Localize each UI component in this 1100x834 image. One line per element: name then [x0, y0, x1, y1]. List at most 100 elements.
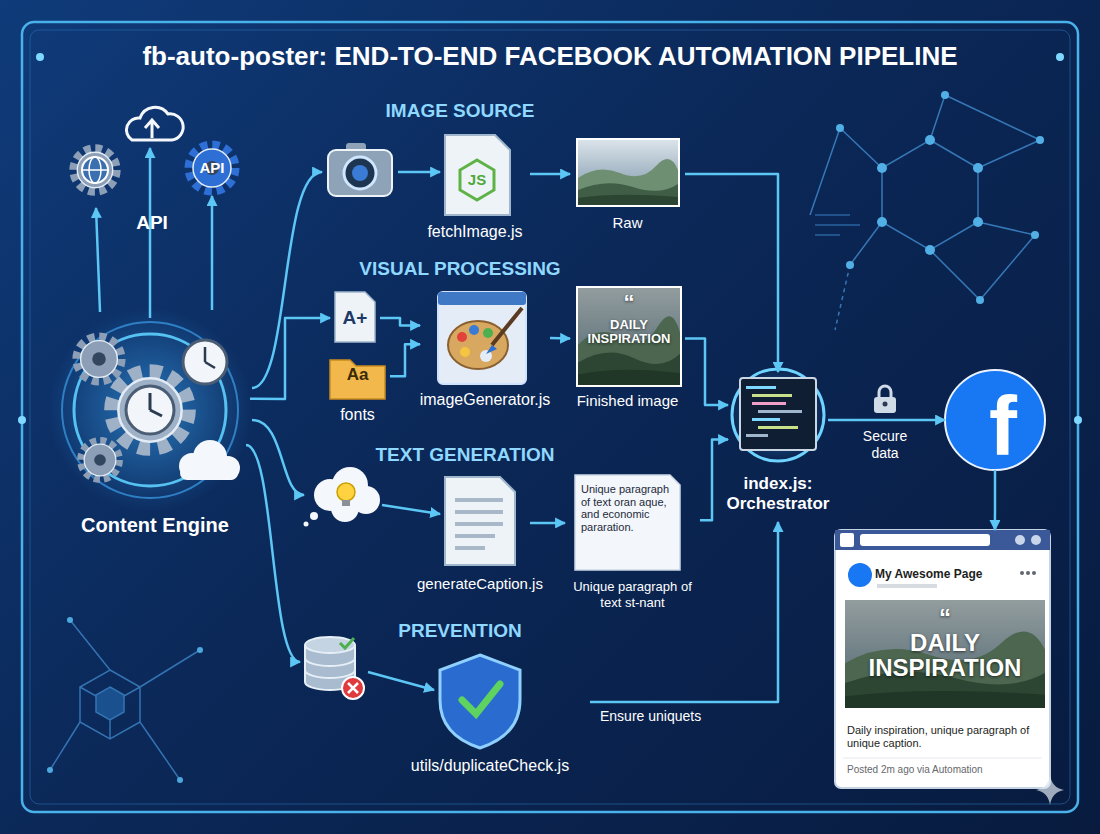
palette-window [486, 345, 497, 354]
palette-window [457, 332, 467, 342]
decor-arrows [96, 148, 440, 690]
flow-arrow [380, 318, 420, 326]
section-heading: PREVENTION [340, 620, 580, 643]
decor-arrows [96, 208, 100, 312]
post-image-text: “ [845, 604, 1045, 633]
network-decor [1031, 231, 1039, 239]
post-card-art [1031, 535, 1041, 545]
caption-file-icon [445, 477, 515, 565]
engine-illustration [74, 334, 226, 486]
network-decor [840, 128, 882, 168]
network-decor [925, 135, 935, 145]
post-card-art [845, 600, 1045, 708]
decor-arrows [252, 172, 322, 388]
database-icon [305, 658, 355, 678]
orchestrator-screen [740, 378, 816, 450]
engine-illustration [48, 308, 252, 512]
orchestrator-screen [758, 410, 802, 413]
network-decor [941, 91, 949, 99]
lock-icon [874, 397, 896, 413]
post-image: “DAILY INSPIRATION [845, 600, 1045, 708]
api-icons [126, 107, 183, 140]
idea-bubble [304, 467, 381, 527]
lock-icon [883, 402, 888, 407]
flow-arrow [700, 440, 728, 521]
finished-image-text: Finished image [570, 392, 685, 410]
orchestrator: index.js: Orchestrator [728, 372, 828, 522]
cube-decor [177, 777, 183, 783]
engine-illustration [180, 466, 238, 480]
network-decor [925, 245, 935, 255]
cube-decor [47, 767, 53, 773]
js-file-icon [445, 135, 510, 215]
section-heading: IMAGE SOURCE [340, 100, 580, 123]
lock-icon [874, 386, 896, 413]
engine-illustration [205, 362, 215, 368]
decor-arrows [252, 420, 304, 495]
shield-icon [440, 655, 520, 748]
raw-photo [576, 138, 680, 207]
script-file-text: imageGenerator.js [405, 390, 565, 409]
cube-decor [50, 722, 80, 770]
engine-illustration [62, 322, 238, 498]
facebook-logo: f [945, 370, 1045, 470]
api-icons [82, 169, 108, 171]
camera-icon [328, 150, 392, 196]
network-decor [973, 217, 983, 227]
orchestrator-screen [752, 402, 786, 405]
lock-icon [879, 386, 891, 398]
cube-decor [47, 617, 203, 783]
network-decor [836, 91, 1044, 304]
orchestrator-screen [758, 426, 798, 429]
engine-illustration [112, 372, 189, 449]
engine-illustration [77, 337, 121, 381]
network-decor [877, 163, 887, 173]
post-card-text: Daily inspiration, unique paragraph of u… [847, 724, 1039, 750]
frame [1074, 416, 1082, 424]
engine-illustration [126, 386, 174, 434]
edge-label: Ensure uniquets [600, 708, 740, 725]
caption-doc-text: Unique paragraph of text oran aque, and … [581, 483, 674, 534]
engine-illustration [204, 347, 207, 362]
flow-arrow [994, 470, 997, 530]
frame [18, 416, 26, 424]
post-card-art [835, 530, 1050, 788]
api-icons [74, 149, 117, 192]
engine-node-text: Content Engine [60, 513, 250, 537]
post-card-art [848, 563, 872, 587]
palette-window [492, 308, 522, 345]
network-decor [945, 95, 1040, 140]
engine-illustration [179, 440, 240, 480]
palette-window [483, 328, 493, 338]
post-card-art [843, 758, 1042, 759]
frame [36, 53, 44, 61]
engine-illustration [81, 441, 119, 479]
post-card-art [835, 530, 1050, 788]
cube-decor [96, 687, 124, 720]
frame [1056, 53, 1064, 61]
decor-arrows [398, 171, 440, 174]
idea-bubble [337, 483, 355, 501]
post-card-art [1026, 571, 1030, 575]
font-icon: A+ [330, 288, 380, 348]
camera-icon [344, 157, 376, 189]
network-decor [835, 265, 850, 330]
flow-arrow [590, 522, 778, 702]
network-decor [976, 296, 984, 304]
cube-decor [70, 620, 110, 670]
raw-photo [576, 138, 680, 207]
finished-photo [578, 288, 680, 385]
frame [18, 22, 1082, 812]
fonts-folder-text: fonts [325, 405, 390, 424]
facebook-logo-text: f [953, 384, 1053, 468]
post-card-art [877, 584, 937, 588]
edge-label: Secure data [853, 428, 917, 462]
orchestrator-screen [746, 386, 776, 389]
section-heading: VISUAL PROCESSING [330, 258, 590, 281]
diagram-title: fb-auto-poster: END-TO-END FACEBOOK AUTO… [0, 41, 1100, 72]
idea-bubble [310, 512, 318, 520]
script-file-text: JS [457, 171, 497, 189]
database-icon [342, 677, 364, 699]
